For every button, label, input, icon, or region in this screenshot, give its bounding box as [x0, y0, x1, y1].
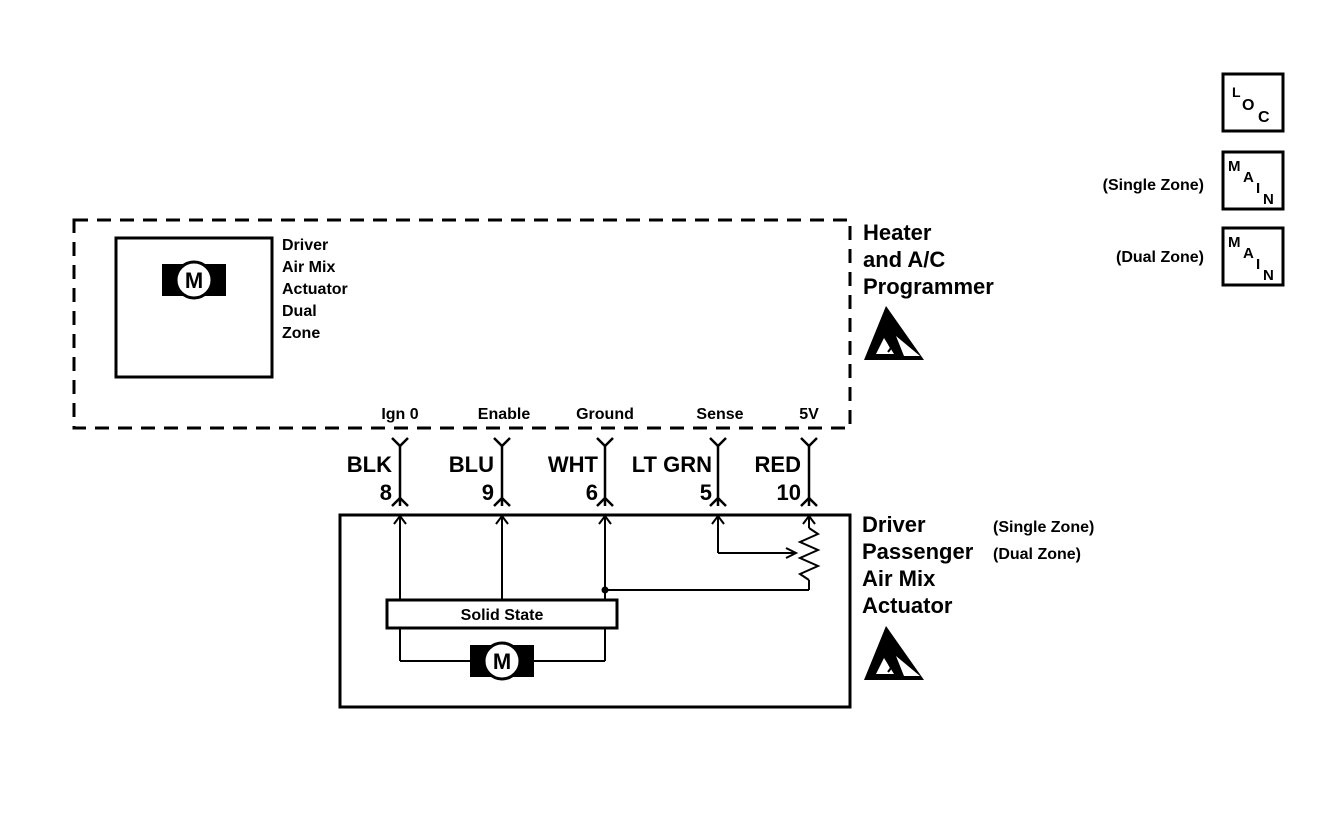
actuator-title-line-2: Passenger [862, 539, 974, 564]
programmer-title-line-1: Heater [863, 220, 932, 245]
solid-state-block [385, 598, 619, 630]
programmer-title-line-2: and A/C [863, 247, 945, 272]
actuator-title-line-1: Driver [862, 512, 926, 537]
programmer-title-line-3: Programmer [863, 274, 994, 299]
inner-motor-icon: M [162, 260, 226, 300]
inner-motor-letter: M [185, 268, 203, 293]
legend-single-zone-label: (Single Zone) [1103, 177, 1204, 194]
actuator-single-zone-note: (Single Zone) [993, 519, 1094, 536]
junction-dot [601, 586, 609, 594]
solid-state-label: Solid State [461, 607, 544, 624]
wire-pin-10: 10 [777, 480, 801, 505]
actuator-title: Driver Passenger Air Mix Actuator (Singl… [862, 512, 1094, 618]
pin-function-ground: Ground [576, 406, 634, 423]
wire-labels: BLK 8 BLU 9 WHT 6 LT GRN 5 RED 10 [347, 452, 801, 505]
pin-function-5v: 5V [799, 406, 819, 423]
main-letter-m: M [1228, 158, 1241, 175]
actuator-box [338, 513, 852, 709]
actuator-title-line-3: Air Mix [862, 566, 936, 591]
pin-function-labels: Ign 0 Enable Ground Sense 5V [381, 406, 819, 423]
actuator-dual-zone-note: (Dual Zone) [993, 546, 1081, 563]
main-letter-a: A [1243, 169, 1254, 186]
programmer-title: Heater and A/C Programmer [863, 220, 994, 299]
wire-color-blk: BLK [347, 452, 392, 477]
wire-color-lt-grn: LT GRN [632, 452, 712, 477]
esd-warning-icon [864, 306, 924, 360]
inner-actuator-box [114, 236, 274, 379]
main-icon-single-zone: M A I N [1221, 150, 1285, 211]
pin-function-enable: Enable [478, 406, 531, 423]
loc-letter-l: L [1232, 84, 1241, 100]
inner-actuator-line-2: Air Mix [282, 259, 335, 276]
pin-function-ign: Ign 0 [381, 406, 418, 423]
actuator-internal-wiring [393, 514, 821, 662]
actuator-title-line-4: Actuator [862, 593, 953, 618]
main-letter-n: N [1263, 191, 1274, 208]
wire-pin-9: 9 [482, 480, 494, 505]
main-letter-n: N [1263, 267, 1274, 284]
programmer-box [72, 218, 852, 430]
connector-wires [391, 437, 818, 507]
main-letter-i: I [1256, 256, 1260, 273]
inner-actuator-line-1: Driver [282, 237, 328, 254]
loc-letter-c: C [1258, 109, 1270, 126]
inner-actuator-label: Driver Air Mix Actuator Dual Zone [282, 237, 348, 342]
main-icon-dual-zone: M A I N [1221, 226, 1285, 287]
wire-pin-6: 6 [586, 480, 598, 505]
inner-actuator-line-4: Dual [282, 303, 317, 320]
loc-letter-o: O [1242, 97, 1254, 114]
wire-pin-5: 5 [700, 480, 712, 505]
actuator-motor-letter: M [493, 649, 511, 674]
inner-actuator-line-5: Zone [282, 325, 320, 342]
esd-warning-icon [864, 626, 924, 680]
legend-dual-zone-label: (Dual Zone) [1116, 249, 1204, 266]
loc-icon: L O C [1221, 72, 1285, 133]
actuator-motor-icon: M [470, 641, 534, 681]
main-letter-a: A [1243, 245, 1254, 262]
inner-actuator-line-3: Actuator [282, 281, 348, 298]
wire-pin-8: 8 [380, 480, 392, 505]
wire-color-red: RED [755, 452, 801, 477]
main-letter-m: M [1228, 234, 1241, 251]
wire-color-blu: BLU [449, 452, 494, 477]
pin-function-sense: Sense [696, 406, 743, 423]
wire-color-wht: WHT [548, 452, 599, 477]
main-letter-i: I [1256, 180, 1260, 197]
